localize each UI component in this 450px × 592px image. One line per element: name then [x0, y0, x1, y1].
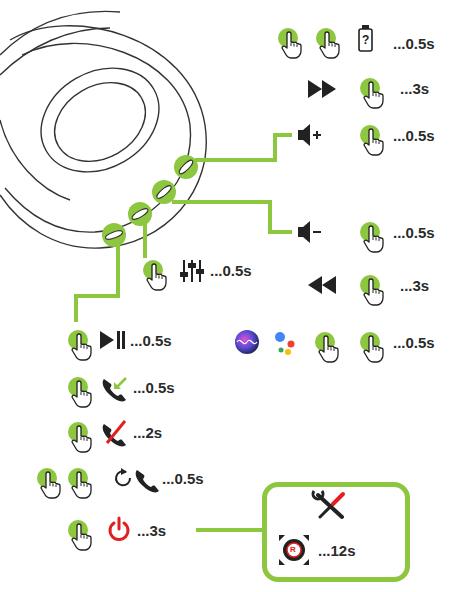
duration-label: ...3s: [137, 523, 166, 538]
duration-label: ...0.5s: [393, 335, 435, 350]
press-icons: [37, 28, 383, 550]
duration-label: ...3s: [400, 81, 429, 96]
duration-label: ...0.5s: [393, 225, 435, 240]
duration-label: ...0.5s: [130, 333, 172, 348]
icon-glyph: ?: [362, 34, 369, 46]
duration-label: ...0.5s: [210, 263, 252, 278]
headphone-drawing: [0, 11, 206, 248]
leader-wires: [76, 135, 292, 530]
reset-box: ...12s: [262, 482, 410, 582]
duration-label: ...0.5s: [393, 128, 435, 143]
button-row: [102, 155, 198, 247]
duration-label: ...3s: [400, 278, 429, 293]
duration-label: ...0.5s: [393, 36, 435, 51]
duration-label: ...2s: [133, 425, 162, 440]
duration-label: ...12s: [318, 543, 356, 558]
icon-glyph: R: [290, 546, 296, 554]
duration-label: ...0.5s: [133, 380, 175, 395]
duration-label: ...0.5s: [162, 471, 204, 486]
